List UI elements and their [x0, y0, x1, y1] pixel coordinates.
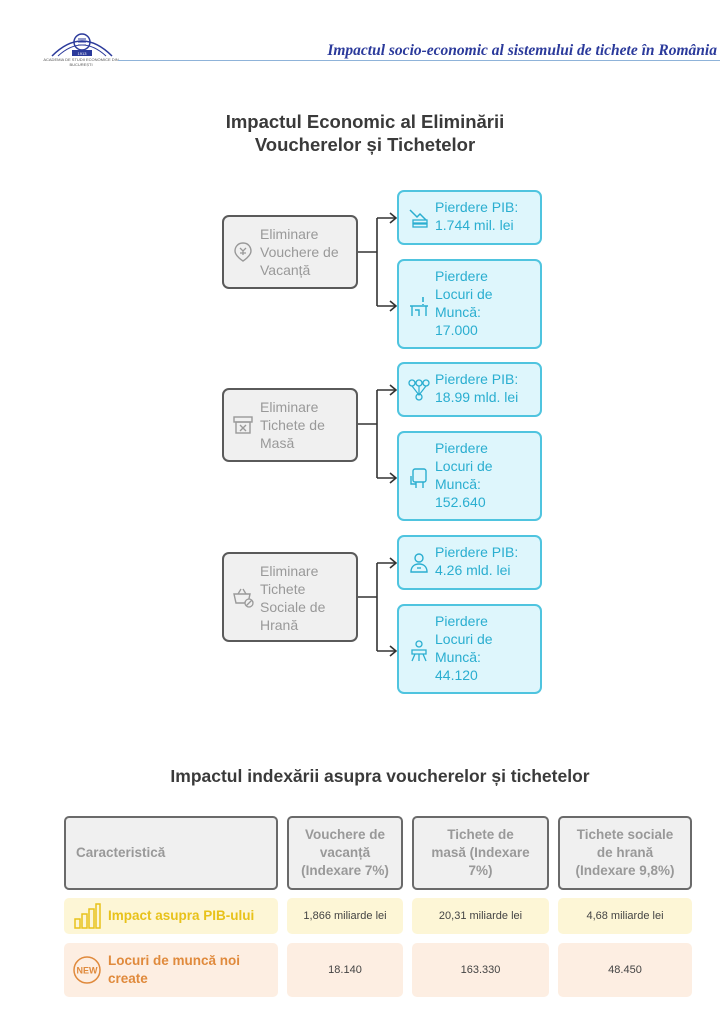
bar-chart-growth-icon: [74, 903, 101, 929]
table-cell: 163.330: [412, 943, 549, 997]
output-box-gdp-loss: Pierdere PIB:1.744 mil. lei: [397, 190, 542, 245]
document-header-title: Impactul socio-economic al sistemului de…: [327, 42, 717, 59]
money-decline-icon: [409, 209, 428, 228]
office-chair-icon: [410, 468, 427, 488]
source-label: Eliminare Vouchere de Vacanță: [260, 226, 339, 278]
logo-year: 1913: [78, 51, 88, 56]
table-header-characteristic: Caracteristică: [64, 816, 278, 890]
university-logo: 1913: [51, 33, 113, 57]
header-divider: [118, 60, 720, 61]
source-box-vacation-vouchers: Eliminare Vouchere de Vacanță: [222, 215, 358, 289]
logo-text: ACADEMIA DE STUDII ECONOMICE DIN BUCUREȘ…: [43, 57, 119, 67]
table-cell: 4,68 miliarde lei: [558, 898, 692, 934]
output-box-gdp-loss: Pierdere PIB:18.99 mld. lei: [397, 362, 542, 417]
chair-person-icon: [411, 640, 427, 662]
new-badge-icon: NEW: [73, 956, 101, 984]
basket-cancel-icon: [233, 588, 254, 608]
table-cell: 20,31 miliarde lei: [412, 898, 549, 934]
team-network-icon: [408, 379, 430, 401]
output-box-gdp-loss: Pierdere PIB:4.26 mld. lei: [397, 535, 542, 590]
source-box-social-food-tickets: Eliminare Tichete Sociale de Hrană: [222, 552, 358, 642]
table-title: Impactul indexării asupra voucherelor și…: [170, 766, 590, 786]
empty-desk-icon: [410, 297, 428, 316]
svg-text:NEW: NEW: [77, 966, 99, 976]
table-cell: 1,866 miliarde lei: [287, 898, 403, 934]
person-minus-icon: [410, 553, 428, 573]
table-row-label-gdp-impact: Impact asupra PIB-ului: [64, 898, 278, 934]
cancelled-box-icon: [233, 416, 253, 434]
vacation-gift-icon: [234, 242, 252, 262]
table-cell: 18.140: [287, 943, 403, 997]
source-box-meal-tickets: Eliminare Tichete de Masă: [222, 388, 358, 462]
diagram-title: Impactul Economic al Eliminării Vouchere…: [225, 111, 505, 155]
table-cell: 48.450: [558, 943, 692, 997]
